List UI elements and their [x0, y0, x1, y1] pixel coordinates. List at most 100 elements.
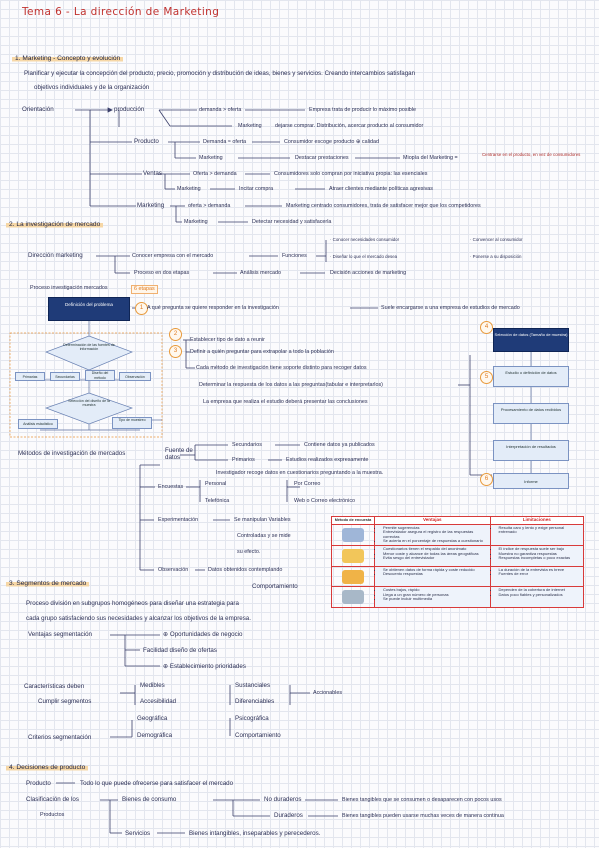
table-bullet: El índice de respuesta suele ser bajo	[499, 546, 581, 552]
observacion-desc: Datos obtenidos contemplando	[208, 567, 283, 573]
flow-fuentes-informacion: Determinación de las fuentes de informac…	[63, 343, 115, 351]
ventaja-oportunidades: ⊕ Oportunidades de negocio	[163, 631, 243, 638]
encuesta-web: Web o Correo electrónico	[294, 498, 356, 504]
flow-primarias: Primarias	[15, 372, 45, 381]
table-row: Se obtienen datos de forma rápida y cost…	[331, 565, 585, 588]
definition-line-1: Planificar y ejecutar la concepción del …	[24, 70, 416, 77]
ventas-incitar: Incitar compra	[239, 186, 274, 192]
experimentacion-desc-3: su efecto.	[237, 549, 261, 555]
personal-interview-icon	[342, 527, 364, 542]
table-row: Permite sugerenciasEntrevistador asegura…	[331, 523, 585, 546]
table-row-icon-cell	[331, 586, 375, 608]
table-bullet: Llega a un gran número de personas	[383, 592, 488, 598]
criterio-geografica: Geográfica	[137, 715, 168, 722]
etapa-1-note: Suele encargarse a una empresa de estudi…	[381, 305, 520, 311]
flow-definicion-problema: Definición del problema	[48, 297, 130, 321]
producto-def: Todo lo que puede ofrecerse para satisfa…	[80, 780, 234, 787]
table-header-ventajas: Ventajas	[374, 516, 491, 525]
table-bullet: Evita sesgo del entrevistador	[383, 556, 488, 561]
page-title: Tema 6 - La dirección de Marketing	[22, 6, 220, 18]
funciones-label: Funciones	[282, 253, 307, 259]
funcion-1: · Conocer necesidades consumidor	[330, 237, 400, 242]
section-4-heading: 4. Decisiones de producto	[6, 764, 89, 771]
table-bullet: Muestra no garantiza respuestas	[499, 551, 581, 557]
marketing-centrado: Marketing centrado consumidores, trata d…	[286, 203, 481, 209]
etapa-2-text: Establecer tipo de dato a reunir	[190, 337, 265, 343]
proceso-dos-etapas: Proceso en dos etapas	[134, 270, 190, 276]
decision-acciones: Decisión acciones de marketing	[330, 270, 407, 276]
flow-procesamiento: Procesamiento de datos recibidos	[493, 403, 569, 424]
analisis-mercado: Análisis mercado	[240, 270, 282, 276]
observacion-desc-2: Comportamiento	[252, 583, 298, 590]
metodos-label: Métodos de investigación de mercados	[18, 450, 126, 457]
table-row: Costes bajos, rápidoLlega a un gran núme…	[331, 586, 585, 608]
web-survey-icon	[342, 590, 364, 605]
caracteristicas-label: Características deben	[24, 683, 85, 690]
ventaja-prioridades: ⊕ Establecimiento prioridades	[163, 663, 246, 670]
table-row-icon-cell	[331, 544, 375, 567]
marketing-oferta: oferta > demanda	[188, 203, 231, 209]
marketing-marketing: Marketing	[184, 219, 208, 225]
flow-secundarias: Secundarias	[50, 372, 80, 381]
ventas-oferta: Oferta > demanda	[193, 171, 237, 177]
etapa-1-text: A qué pregunta se quiere responder en la…	[147, 305, 279, 311]
step-4-badge: 4	[480, 321, 493, 334]
primarios-desc: Estudios realizados expresamente	[286, 457, 369, 463]
experimentacion-label: Experimentación	[158, 517, 199, 523]
table-bullet: Resulta caro y lento y exige personal en…	[499, 525, 581, 535]
criterio-psicografica: Psicográfica	[235, 715, 269, 722]
table-row-icon-cell	[331, 523, 375, 546]
ventajas-segmentacion: Ventajas segmentación	[28, 631, 92, 638]
orientation-producto: Producto	[134, 138, 159, 145]
producto-miopia: Miopía del Marketing =	[403, 155, 458, 161]
encuesta-telefonica: Telefónica	[205, 498, 230, 504]
limitaciones-cell: La duración de la entrevista es breveFue…	[489, 565, 585, 588]
section-2-heading: 2. La investigación de mercado	[6, 221, 104, 228]
experimentacion-desc-1: Se manipulan Variables	[234, 517, 291, 523]
direccion-marketing: Dirección marketing	[28, 252, 83, 259]
orientation-produccion: producción	[114, 106, 145, 113]
ventaja-facilidad: Facilidad diseño de ofertas	[143, 647, 217, 654]
no-duraderos-def: Bienes tangibles que se consumen o desap…	[342, 797, 502, 803]
secundarios-label: Secundarios	[232, 442, 262, 448]
table-bullet: Fuentes de error	[499, 572, 581, 577]
ventajas-cell: Se obtienen datos de forma rápida y cost…	[374, 565, 491, 588]
producto-label: Producto	[26, 780, 51, 787]
clasificacion-productos: Productos	[40, 812, 65, 818]
step-2-badge: 2	[169, 328, 182, 341]
table-bullet: Costes bajos, rápido	[383, 588, 488, 593]
ventas-marketing: Marketing	[177, 186, 201, 192]
encuesta-personal: Personal	[205, 481, 227, 487]
produccion-dejarse: dejarse comprar. Distribución, acercar p…	[275, 123, 424, 129]
clasificacion-label: Clasificación de los	[26, 796, 79, 803]
flow-informe: Informe	[493, 473, 569, 489]
flow-seleccion-muestra: Selección del diseño de la muestra	[68, 399, 110, 407]
produccion-empresa: Empresa trata de producir lo máximo posi…	[309, 107, 416, 113]
encuesta-correo: Por Correo	[294, 481, 321, 487]
limitaciones-cell: Resulta caro y lento y exige personal en…	[489, 523, 585, 546]
caracteristica-diferenciables: Diferenciables	[235, 698, 275, 705]
orientation-marketing: Marketing	[137, 202, 165, 209]
step-5-badge: 5	[480, 371, 493, 384]
table-bullet: Cuestionarios tienen el respaldo del ano…	[383, 546, 488, 552]
caracteristica-sustanciales: Sustanciales	[235, 682, 271, 689]
flow-analisis-estadistico: Análisis estadístico	[18, 419, 58, 429]
bienes-consumo: Bienes de consumo	[122, 796, 177, 803]
step-6-badge: 6	[480, 473, 493, 486]
servicios-def: Bienes intangibles, inseparables y perec…	[189, 830, 321, 837]
ventajas-cell: Permite sugerenciasEntrevistador asegura…	[374, 523, 491, 546]
caracteristica-accionables: Accionables	[313, 690, 343, 696]
phone-survey-icon	[342, 569, 364, 584]
table-row: Cuestionarios tienen el respaldo del ano…	[331, 544, 585, 567]
investigador-desc: Investigador recoge datos en cuestionari…	[216, 470, 384, 476]
flow-seleccion-datos: Selección de datos (Tamaño de muestra)	[493, 328, 569, 352]
produccion-marketing: Marketing	[238, 123, 262, 129]
limitaciones-cell: El índice de respuesta suele ser bajoMue…	[489, 544, 585, 567]
table-bullet: Descuento respuestas	[383, 572, 488, 577]
flow-diseno-metodo: Diseño del método	[85, 370, 115, 381]
caracteristica-accesibilidad: Accesibilidad	[140, 698, 177, 705]
segmentos-def-1: Proceso división en subgrupos homogéneos…	[26, 600, 239, 607]
producto-miopia-note: Centrarse en el producto, en vez de cons…	[482, 152, 581, 157]
encuestas-label: Encuestas	[158, 484, 184, 490]
section-3-heading: 3. Segmentos de mercado	[6, 580, 90, 587]
